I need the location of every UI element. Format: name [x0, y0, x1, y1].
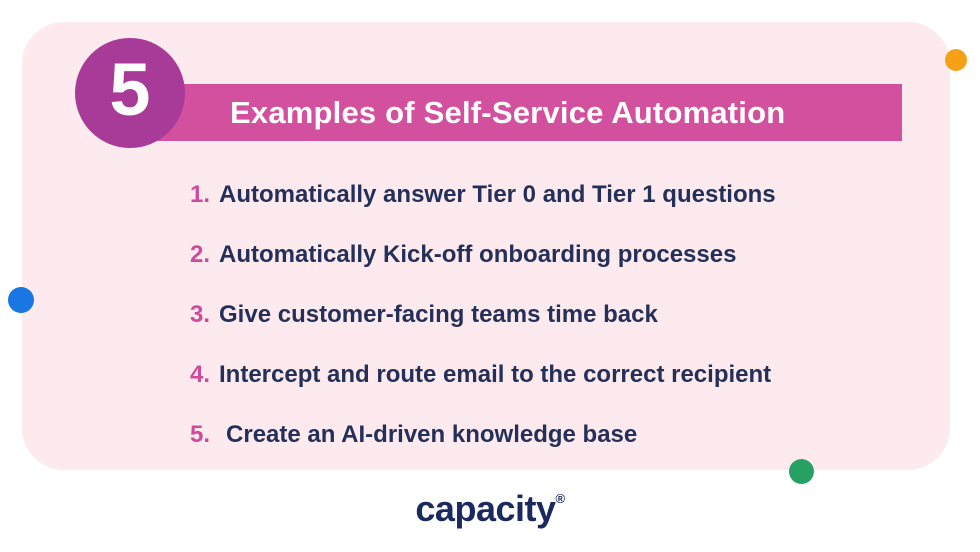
list-item-text: Intercept and route email to the correct… — [219, 361, 772, 388]
list-item-number: 3. — [190, 301, 211, 328]
infographic-card: Examples of Self-Service Automation 1. A… — [22, 22, 950, 470]
list-item-number: 5. — [190, 421, 211, 448]
blue-dot-icon — [8, 287, 34, 313]
capacity-logo-text: capacity — [415, 488, 556, 529]
footer: capacity® — [0, 488, 980, 530]
list-item: 2. Automatically Kick-off onboarding pro… — [190, 241, 776, 269]
registered-trademark-icon: ® — [555, 491, 566, 506]
list-item-text: Automatically Kick-off onboarding proces… — [219, 241, 737, 268]
page-title: Examples of Self-Service Automation — [230, 94, 786, 130]
list-item-number: 1. — [190, 181, 211, 208]
title-banner: Examples of Self-Service Automation — [152, 84, 902, 141]
count-badge-number: 5 — [109, 48, 151, 131]
count-badge: 5 — [75, 38, 185, 148]
list-item-number: 2. — [190, 241, 211, 268]
list-item: 3. Give customer-facing teams time back — [190, 301, 776, 329]
list-item: 5. Create an AI-driven knowledge base — [190, 421, 776, 449]
green-dot-icon — [789, 459, 814, 484]
capacity-logo: capacity® — [415, 488, 566, 530]
list-item: 4. Intercept and route email to the corr… — [190, 361, 776, 389]
list-item-text: Give customer-facing teams time back — [219, 301, 658, 328]
orange-dot-icon — [945, 49, 967, 71]
list-item: 1. Automatically answer Tier 0 and Tier … — [190, 181, 776, 209]
list-item-number: 4. — [190, 361, 211, 388]
list-item-text: Create an AI-driven knowledge base — [226, 421, 638, 448]
examples-list: 1. Automatically answer Tier 0 and Tier … — [190, 181, 776, 449]
list-item-text: Automatically answer Tier 0 and Tier 1 q… — [219, 181, 776, 208]
